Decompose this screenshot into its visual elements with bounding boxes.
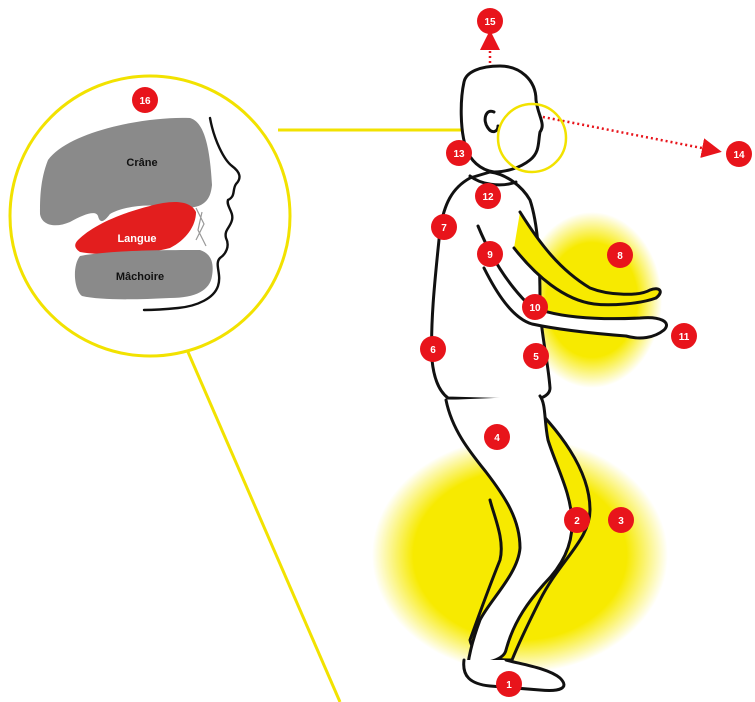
badge-2: 2 xyxy=(564,507,590,533)
callout-line-bottom xyxy=(188,352,340,702)
badge-9-label: 9 xyxy=(487,250,493,261)
tongue-position-inset: Crâne Langue Mâchoire xyxy=(10,76,290,356)
badge-7: 7 xyxy=(431,214,457,240)
badge-5: 5 xyxy=(523,343,549,369)
badge-8-label: 8 xyxy=(617,251,623,262)
badge-1-label: 1 xyxy=(506,680,512,691)
badge-16: 16 xyxy=(132,87,158,113)
badge-4-label: 4 xyxy=(494,433,500,444)
head xyxy=(461,66,542,172)
jaw-label: Mâchoire xyxy=(116,271,164,283)
badge-11: 11 xyxy=(671,323,697,349)
badge-13: 13 xyxy=(446,140,472,166)
badge-4: 4 xyxy=(484,424,510,450)
badge-7-label: 7 xyxy=(441,223,447,234)
badge-2-label: 2 xyxy=(574,516,580,527)
tongue-label: Langue xyxy=(117,233,156,245)
badge-13-label: 13 xyxy=(453,149,465,160)
badge-14-label: 14 xyxy=(733,150,745,161)
badge-9: 9 xyxy=(477,241,503,267)
badge-12: 12 xyxy=(475,183,501,209)
badge-10-label: 10 xyxy=(529,303,541,314)
badge-5-label: 5 xyxy=(533,352,539,363)
badge-1: 1 xyxy=(496,671,522,697)
badge-11-label: 11 xyxy=(679,332,690,343)
skull-label: Crâne xyxy=(126,157,157,169)
badge-12-label: 12 xyxy=(482,192,494,203)
badge-15: 15 xyxy=(477,8,503,34)
badge-15-label: 15 xyxy=(484,17,496,28)
badge-14: 14 xyxy=(726,141,752,167)
badge-3-label: 3 xyxy=(618,516,624,527)
badge-3: 3 xyxy=(608,507,634,533)
badge-10: 10 xyxy=(522,294,548,320)
badge-6-label: 6 xyxy=(430,345,436,356)
badge-16-label: 16 xyxy=(139,96,151,107)
badge-8: 8 xyxy=(607,242,633,268)
badge-6: 6 xyxy=(420,336,446,362)
